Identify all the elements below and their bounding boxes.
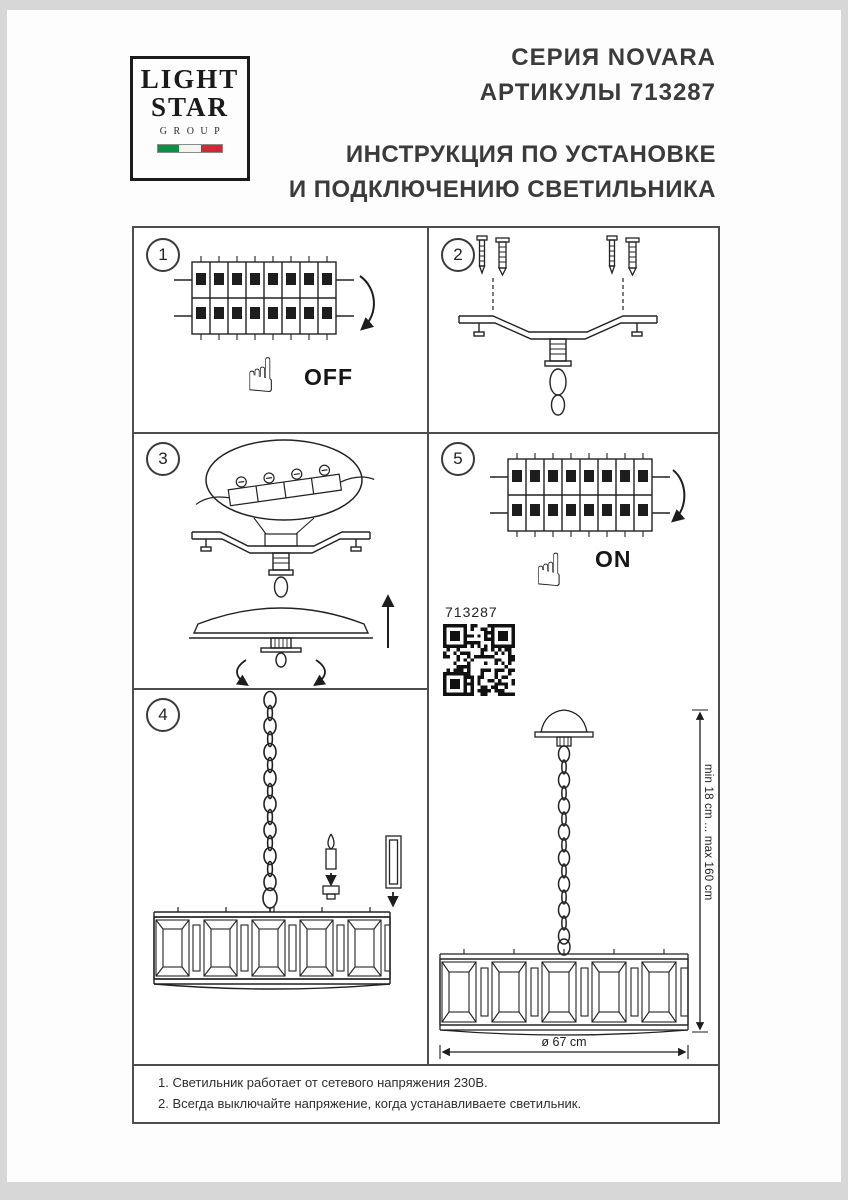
footnotes: 1. Светильник работает от сетевого напря… <box>158 1072 581 1114</box>
step-4-number: 4 <box>158 705 168 724</box>
bracket-with-pipe <box>191 531 371 598</box>
step-5-badge: 5 <box>441 442 475 476</box>
rotate-arrow-left-icon <box>235 659 249 686</box>
qr-code <box>443 624 515 696</box>
mounting-bracket <box>458 315 658 340</box>
rotate-arrow-right-icon <box>313 659 327 686</box>
step-2-number: 2 <box>453 245 463 264</box>
wiring-and-canopy-illustration <box>189 439 395 686</box>
step-5-number: 5 <box>453 449 463 468</box>
step-3-number: 3 <box>158 449 168 468</box>
power-on-illustration: ☝ <box>490 453 686 597</box>
chandelier-hanging-illustration <box>153 690 402 990</box>
candle-bulb-detail <box>322 833 340 900</box>
terminal-box-small <box>264 533 298 547</box>
ceiling-canopy <box>189 607 373 668</box>
diameter-dimension-line <box>439 1045 689 1059</box>
height-dimension-line <box>692 709 708 1033</box>
wall-plug-and-screw-left <box>476 235 510 276</box>
wall-plug-and-screw-right <box>606 235 640 276</box>
footnote-2: 2. Всегда выключайте напряжение, когда у… <box>158 1096 582 1111</box>
diameter-label: ø 67 cm <box>541 1035 587 1049</box>
step-4-panel: 4 <box>134 690 427 1064</box>
flag-white-stripe <box>179 145 201 153</box>
instruction-grid: ☝ 1 OFF <box>132 226 720 1124</box>
grid-row-divider-2 <box>134 688 427 690</box>
power-off-label: OFF <box>304 364 353 390</box>
step-3-panel: 3 <box>134 434 427 688</box>
suspension-chain <box>557 745 571 956</box>
step-1-badge: 1 <box>146 238 180 272</box>
lightstar-logo: LIGHT STAR GROUP <box>130 56 250 181</box>
qr-article-number: 713287 <box>445 604 498 620</box>
italian-flag-icon <box>157 144 223 154</box>
flag-red-stripe <box>200 145 222 153</box>
power-off-illustration: ☝ <box>174 256 375 404</box>
grid-vertical-divider <box>427 228 429 1064</box>
step-1-number: 1 <box>158 245 168 264</box>
step-4-badge: 4 <box>146 698 180 732</box>
series-title: СЕРИЯ NOVARA <box>511 44 716 71</box>
chandelier-drum <box>153 907 391 990</box>
step-5-and-result-panel: ☝ 5 ON 713287 <box>429 434 718 1064</box>
step-1-panel: ☝ 1 OFF <box>134 228 427 432</box>
crystal-plate-detail <box>385 835 402 908</box>
flag-green-stripe <box>158 145 180 153</box>
instruction-title-line1: ИНСТРУКЦИЯ ПО УСТАНОВКЕ <box>345 141 716 168</box>
switch-on-arrow-icon <box>671 469 686 523</box>
logo-word-group: GROUP <box>159 126 227 138</box>
pointing-hand-icon: ☝ <box>246 348 275 404</box>
switch-off-arrow-icon <box>359 275 375 331</box>
logo-word-light: LIGHT <box>140 64 240 94</box>
instruction-title-line2: И ПОДКЛЮЧЕНИЮ СВЕТИЛЬНИКА <box>288 176 716 203</box>
grid-row-divider-1 <box>134 432 718 434</box>
grid-footer-divider <box>134 1064 718 1066</box>
power-on-label: ON <box>595 546 632 572</box>
step-2-badge: 2 <box>441 238 475 272</box>
document-header: СЕРИЯ NOVARA АРТИКУЛЫ 713287 ИНСТРУКЦИЯ … <box>289 44 716 204</box>
height-range-label: min 18 cm ... max 160 cm <box>702 764 714 901</box>
threaded-pipe-and-chain <box>544 338 572 416</box>
step-2-panel: 2 <box>429 228 718 432</box>
circuit-breaker-strip <box>490 453 670 537</box>
chandelier-drum <box>439 949 689 1036</box>
ceiling-anchor-illustration <box>458 235 658 416</box>
article-number-line: АРТИКУЛЫ 713287 <box>479 79 716 106</box>
assembled-chandelier-illustration <box>439 709 708 1059</box>
suspension-chain <box>262 690 278 912</box>
logo-word-star: STAR <box>150 91 230 122</box>
canopy <box>534 709 594 747</box>
circuit-breaker-strip <box>174 256 354 340</box>
magnifier-callout-lines <box>253 517 315 535</box>
alignment-dashed-lines <box>492 278 624 312</box>
terminal-block-detail <box>195 464 375 507</box>
footnote-1: 1. Светильник работает от сетевого напря… <box>158 1075 488 1090</box>
step-3-badge: 3 <box>146 442 180 476</box>
pointing-hand-icon: ☝ <box>535 543 563 597</box>
